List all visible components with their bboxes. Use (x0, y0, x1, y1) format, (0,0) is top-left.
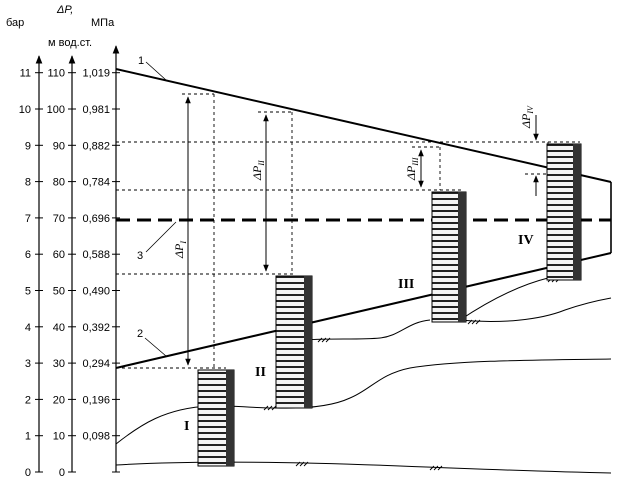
water-scale-label: 110 (47, 68, 65, 80)
water-scale-label: 70 (53, 213, 65, 225)
water-scale-label: 60 (53, 249, 65, 261)
mpa-scale-label: 0,294 (82, 358, 110, 370)
building-label-III: III (398, 277, 414, 292)
water-scale-label: 40 (53, 322, 65, 334)
dp-unit-header: м вод.ст. (48, 37, 92, 49)
bar-scale-label: 5 (25, 286, 31, 298)
bar-scale-label: 6 (25, 249, 31, 261)
water-scale-label: 30 (53, 358, 65, 370)
mpa-scale-label: 0,490 (82, 286, 110, 298)
building-I (197, 369, 235, 467)
mpa-scale-label: 0,784 (82, 177, 110, 189)
dp-label-II: ΔPII (250, 160, 266, 181)
dp-label-IV: ΔPIV (519, 105, 535, 129)
water-scale-label: 0 (59, 467, 65, 479)
ground-line-middle (274, 358, 612, 409)
mpa-scale-label: 0,588 (82, 249, 110, 261)
ground-line-building-I (115, 405, 276, 445)
marker-2: 2 (137, 328, 143, 340)
bar-scale-label: 0 (25, 467, 31, 479)
mpa-scale-label: 0,196 (82, 394, 110, 406)
building-label-II: II (255, 365, 266, 380)
ground-line-hill-IV (459, 277, 549, 321)
bar-scale-label: 2 (25, 394, 31, 406)
water-scale-label: 80 (53, 177, 65, 189)
water-scale-label: 20 (53, 394, 65, 406)
bar-scale-label: 8 (25, 177, 31, 189)
marker-1-leader (145, 61, 167, 81)
building-II (275, 275, 313, 409)
water-scale-label: 100 (47, 104, 65, 116)
ground-line-upper (459, 297, 612, 323)
ground-line-building-II (304, 319, 431, 341)
bar-header: бар (6, 17, 24, 29)
bar-scale-label: 9 (25, 140, 31, 152)
marker-2-leader (144, 337, 167, 357)
return-pressure-line (115, 252, 612, 369)
mpa-scale-label: 0,392 (82, 322, 110, 334)
water-scale-label: 10 (53, 431, 65, 443)
mpa-scale-label: 0,098 (82, 431, 110, 443)
dp-header: ΔP, (56, 4, 73, 16)
mpa-scale-label: 0,981 (82, 104, 110, 116)
marker-3: 3 (137, 250, 143, 262)
building-III (431, 191, 467, 323)
bar-scale-label: 11 (20, 68, 31, 80)
bar-scale-label: 3 (25, 358, 31, 370)
projection-lines (116, 93, 580, 369)
supply-pressure-line (115, 68, 612, 183)
building-label-IV: IV (518, 233, 534, 248)
mpa-scale-label: 0,882 (82, 140, 110, 152)
building-IV (546, 143, 582, 281)
water-scale-label: 90 (53, 140, 65, 152)
dp-label-III: ΔPIII (404, 157, 420, 181)
bar-scale-label: 10 (19, 104, 31, 116)
marker-1: 1 (138, 55, 144, 67)
mpa-scale-label: 1,019 (82, 68, 110, 80)
building-label-I: I (184, 419, 189, 434)
water-scale-label: 50 (53, 286, 65, 298)
bar-scale-label: 1 (25, 431, 31, 443)
marker-3-leader (145, 221, 177, 253)
bar-scale-label: 7 (25, 213, 31, 225)
dp-label-I: ΔPI (172, 241, 188, 259)
mpa-header: МПа (91, 17, 115, 29)
bar-scale-label: 4 (25, 322, 31, 334)
ground-line-lower (115, 461, 612, 474)
mpa-scale-label: 0,696 (82, 213, 110, 225)
